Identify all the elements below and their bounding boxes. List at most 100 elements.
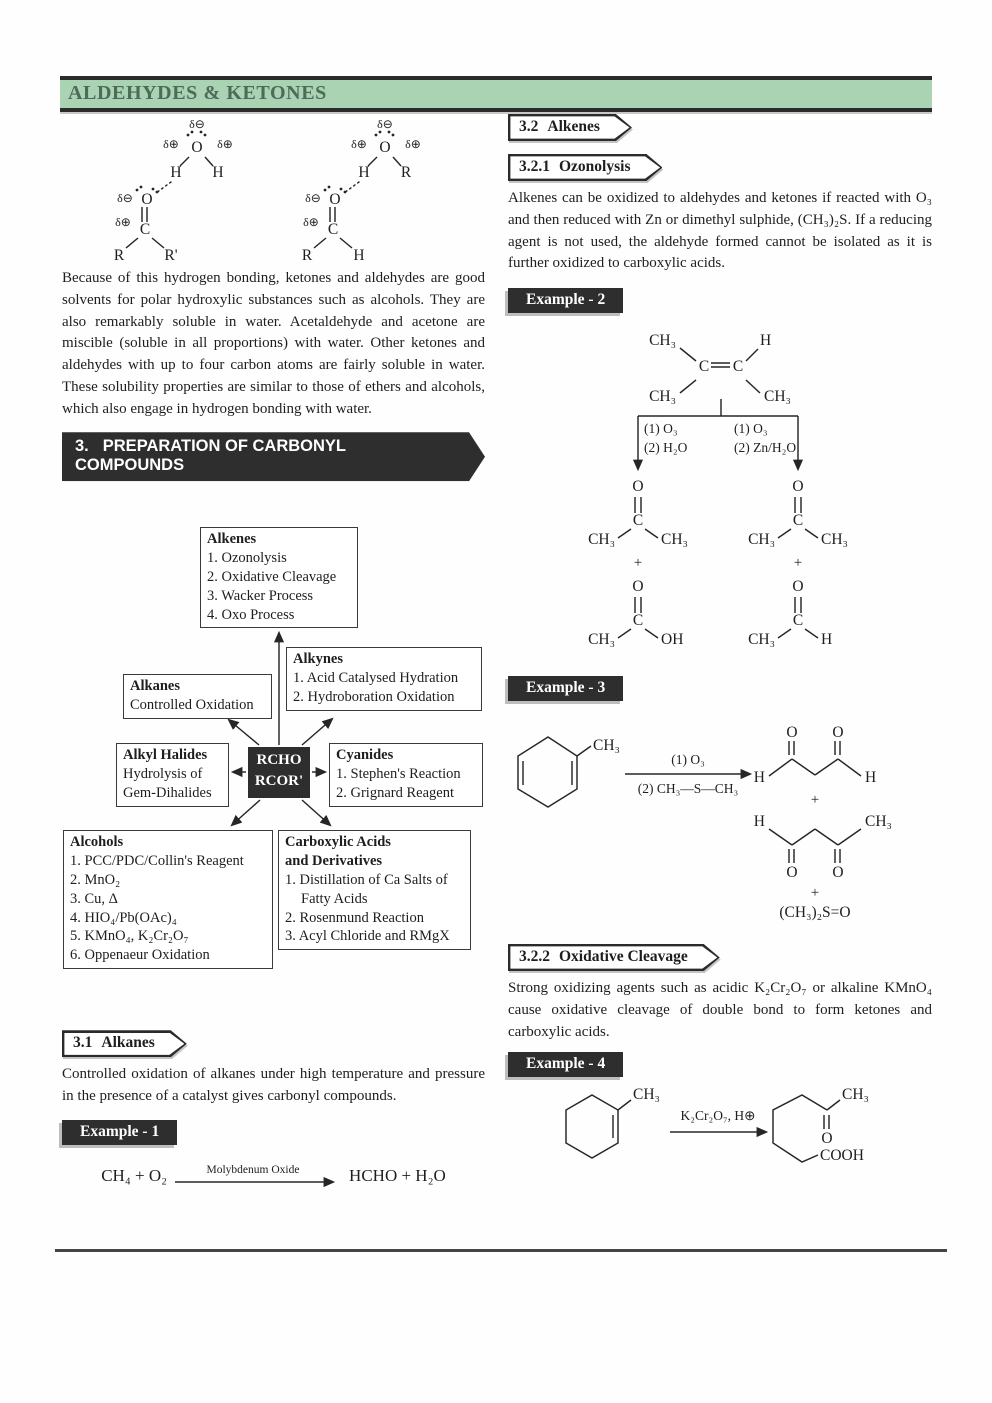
condition-2: (2) CH₃—S—CH₃ <box>638 781 739 796</box>
methyl-group: CH₃ <box>588 531 615 548</box>
reaction-arrow: Molybdenum Oxide <box>175 1164 336 1187</box>
carbonyl-oxygen: O <box>792 478 803 495</box>
box-title: Carboxylic Acids <box>285 834 391 851</box>
section-title: PREPARATION OF CARBONYL COMPOUNDS <box>75 437 346 475</box>
methyl-group: CH₃ <box>821 531 848 548</box>
box-title: Alkynes <box>293 651 343 668</box>
condition-1: (1) O₃ <box>671 752 705 767</box>
delta-plus-label: δ⊕ <box>303 215 319 229</box>
lone-pair-dots <box>135 130 206 194</box>
methyl-group: CH₃ <box>649 332 676 349</box>
methyl-group: CH₃ <box>633 1086 660 1103</box>
page-bottom-rule <box>55 1249 947 1252</box>
example-1-reaction: CH₄ + O₂ Molybdenum Oxide HCHO + H₂O <box>62 1161 485 1191</box>
box-title: Cyanides <box>336 747 394 764</box>
products: HCHO + H₂O <box>349 1165 446 1185</box>
delta-minus-label: δ⊖ <box>305 191 321 205</box>
aldehyde-hydrogen: H <box>821 631 832 648</box>
lone-pair-dots <box>323 130 394 194</box>
delta-plus-label: δ⊕ <box>163 137 179 151</box>
methyl-group: CH₃ <box>588 631 615 648</box>
catalyst-label: Molybdenum Oxide <box>207 1164 300 1176</box>
example-1-label: Example - 1 <box>62 1119 178 1145</box>
hbond-diagram-ketone: δ⊖ δ⊕ δ⊕ O H H δ⊖ O δ⊕ C R R' <box>113 117 233 264</box>
methyl-group: CH₃ <box>649 388 676 405</box>
left-column: δ⊖ δ⊕ δ⊕ O H H δ⊖ O δ⊕ C R R' <box>62 110 485 1191</box>
example-2-figure: CH₃ C C H CH₃ CH₃ (1) O₃ (2) H₂O (1) O₃ … <box>588 332 848 648</box>
carbonyl-oxygen: O <box>329 191 340 208</box>
methyl-group: CH₃ <box>748 631 775 648</box>
plus-sign: + <box>811 885 819 901</box>
flowchart-box-alkynes: Alkynes 1. Acid Catalysed Hydration 2. H… <box>286 647 482 711</box>
carbonyl-oxygen: O <box>632 478 643 495</box>
section-number: 3. <box>75 437 89 456</box>
aldehyde-hydrogen: H <box>353 247 364 264</box>
methyl-group: CH₃ <box>593 737 620 754</box>
box-title: Alkenes <box>207 531 257 548</box>
delta-plus-label: δ⊕ <box>351 137 367 151</box>
flowchart-box-cyanides: Cyanides 1. Stephen's Reaction 2. Grigna… <box>329 743 483 807</box>
oxidative-cleavage-paragraph: Strong oxidizing agents such as acidic K… <box>508 980 932 1040</box>
delta-plus-label: δ⊕ <box>405 137 421 151</box>
delta-plus-label: δ⊕ <box>217 137 233 151</box>
left-condition-2: (2) H₂O <box>644 440 688 455</box>
r-prime-group: R' <box>164 247 177 264</box>
chapter-title: ALDEHYDES & KETONES <box>68 82 327 104</box>
flowchart-box-alkyl-halides: Alkyl Halides Hydrolysis of Gem-Dihalide… <box>116 743 229 807</box>
hydroxyl-group: OH <box>661 631 683 648</box>
preparation-flowchart: Alkenes 1. Ozonolysis 2. Oxidative Cleav… <box>62 517 485 992</box>
oxidant-condition: K₂Cr₂O₇, H⊕ <box>681 1108 756 1123</box>
right-condition-2: (2) Zn/H₂O <box>734 440 796 455</box>
carbonyl-carbon: C <box>633 512 643 529</box>
left-condition-1: (1) O₃ <box>644 421 678 436</box>
r-group: R <box>301 247 312 264</box>
carbonyl-oxygen: O <box>141 191 152 208</box>
bond-lines <box>617 347 819 639</box>
carbonyl-carbon: C <box>793 512 803 529</box>
plus-sign: + <box>811 792 819 808</box>
aldehyde-hydrogen: H <box>754 769 765 786</box>
ketone-oxygen: O <box>821 1130 832 1147</box>
carbonyl-oxygen: O <box>832 864 843 881</box>
delta-plus-label: δ⊕ <box>115 215 131 229</box>
box-title: Alcohols <box>70 834 124 851</box>
carboxyl-group: COOH <box>820 1147 864 1164</box>
bond-lines <box>313 156 402 249</box>
water-oxygen: O <box>191 139 202 156</box>
methyl-group: CH₃ <box>748 531 775 548</box>
alkene-carbon: C <box>733 358 743 375</box>
delta-minus-label: δ⊖ <box>117 191 133 205</box>
methyl-group: CH₃ <box>865 813 892 830</box>
flowchart-box-carboxylic-acids: Carboxylic Acids and Derivatives 1. Dist… <box>278 830 471 951</box>
dmso-byproduct: (CH₃)₂S=O <box>779 904 850 921</box>
alkanes-paragraph: Controlled oxidation of alkanes under hi… <box>62 1066 485 1104</box>
carbonyl-oxygen: O <box>832 724 843 741</box>
section-3-banner: 3.PREPARATION OF CARBONYL COMPOUNDS <box>62 432 485 481</box>
carbonyl-carbon: C <box>139 221 149 238</box>
water-oxygen: O <box>379 139 390 156</box>
carbonyl-carbon: C <box>793 612 803 629</box>
flowchart-box-alkenes: Alkenes 1. Ozonolysis 2. Oxidative Cleav… <box>200 527 358 629</box>
chapter-header-band: ALDEHYDES & KETONES <box>60 76 932 112</box>
methyl-group: CH₃ <box>661 531 688 548</box>
example-3-figure: CH₃ (1) O₃ (2) CH₃—S—CH₃ H O O H + H CH₃… <box>517 724 892 921</box>
plus-sign: + <box>794 555 802 571</box>
carbonyl-oxygen: O <box>632 578 643 595</box>
carbonyl-oxygen: O <box>786 724 797 741</box>
delta-minus-label: δ⊖ <box>377 117 393 131</box>
bond-lines <box>517 736 862 863</box>
example-4-label: Example - 4 <box>508 1052 624 1078</box>
example-3-label: Example - 3 <box>508 676 624 701</box>
water-hydrogen: H <box>358 164 369 181</box>
example-2-label: Example - 2 <box>508 288 624 313</box>
r-group: R <box>113 247 124 264</box>
methyl-group: CH₃ <box>764 388 791 405</box>
delta-minus-label: δ⊖ <box>189 117 205 131</box>
ozonolysis-paragraph: Alkenes can be oxidized to aldehydes and… <box>508 190 932 272</box>
flowchart-box-alkanes: Alkanes Controlled Oxidation <box>123 674 272 719</box>
